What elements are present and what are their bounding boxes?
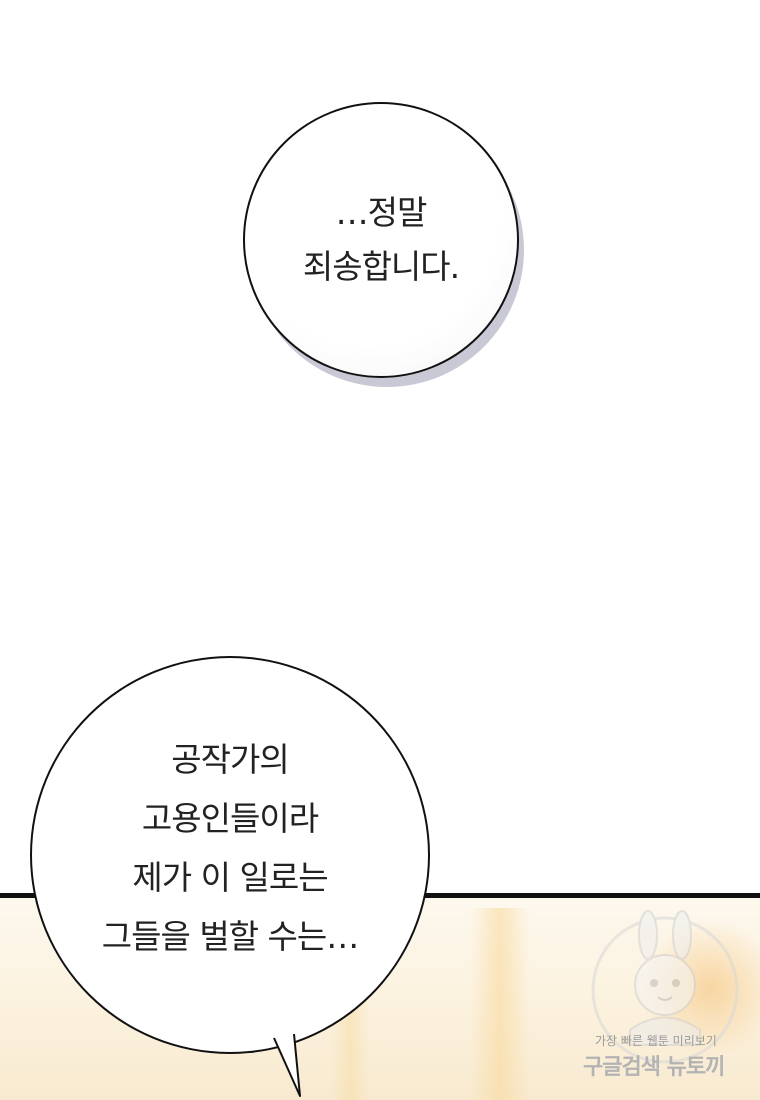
bubble-line: …정말 <box>335 193 428 232</box>
bubble-line: 그들을 벌할 수는… <box>101 917 359 956</box>
bunny-mascot-icon <box>591 910 739 1064</box>
speech-bubble-bottom: 공작가의 고용인들이라 제가 이 일로는 그들을 벌할 수는… <box>30 656 430 1054</box>
bubble-text: …정말 죄송합니다. <box>302 186 460 294</box>
bubble-text: 공작가의 고용인들이라 제가 이 일로는 그들을 벌할 수는… <box>102 730 359 966</box>
bubble-line: 제가 이 일로는 <box>132 858 328 897</box>
bubble-line: 공작가의 <box>171 740 289 779</box>
bubble-line: 죄송합니다. <box>302 247 460 286</box>
background-light <box>470 908 530 1100</box>
watermark-title: 구글검색 뉴토끼 <box>583 1055 725 1080</box>
speech-bubble-top: …정말 죄송합니다. <box>243 102 519 378</box>
bubble-line: 고용인들이라 <box>141 799 319 838</box>
watermark-caption: 가장 빠른 웹툰 미리보기 <box>595 1034 717 1048</box>
speech-bubble-tail <box>272 1032 301 1097</box>
